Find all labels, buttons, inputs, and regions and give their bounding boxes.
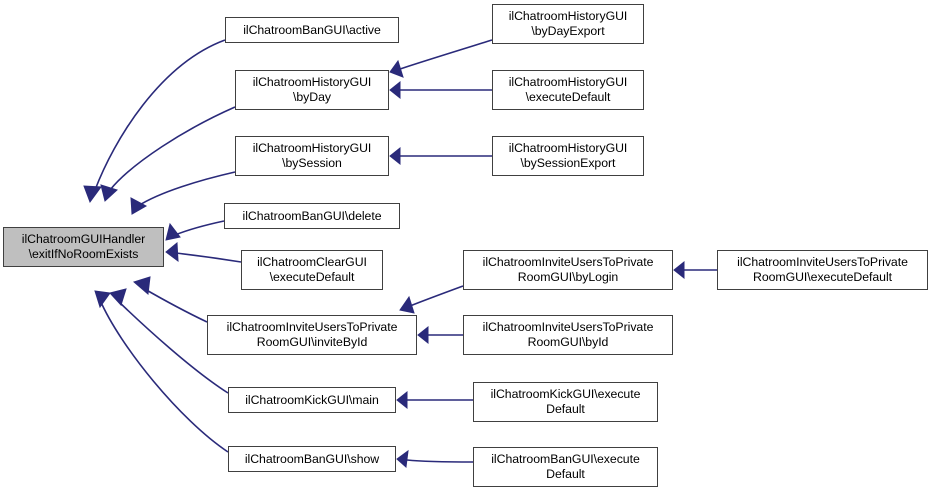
edge-clear_exec-to-center [175, 252, 242, 263]
edge-kick_main-to-center [116, 299, 229, 394]
arrowhead-inv_byid_r-to-inv_byid_l [417, 325, 429, 345]
edge-hist_bysess-to-center [137, 171, 236, 207]
graph-node-ban_exec[interactable]: ilChatroomBanGUI\execute Default [473, 447, 658, 487]
graph-node-hist_execdef[interactable]: ilChatroomHistoryGUI \executeDefault [492, 70, 644, 110]
graph-node-ban_active[interactable]: ilChatroomBanGUI\active [225, 17, 399, 43]
arrowhead-hist_dayexp-to-hist_byday [389, 59, 404, 78]
arrowhead-clear_exec-to-center [165, 241, 179, 263]
graph-node-hist_sessexp[interactable]: ilChatroomHistoryGUI \bySessionExport [492, 136, 644, 176]
edge-ban_delete-to-center [174, 220, 225, 236]
arrowhead-inv_bylogin-to-inv_byid_l [399, 295, 415, 314]
graph-node-clear_exec[interactable]: ilChatroomClearGUI \executeDefault [241, 250, 383, 290]
edge-inv_byid_l-to-center [142, 287, 208, 323]
edge-hist_byday-to-center [109, 106, 236, 191]
graph-node-inv_byid_r[interactable]: ilChatroomInviteUsersToPrivate RoomGUI\b… [463, 315, 673, 355]
graph-node-hist_byday[interactable]: ilChatroomHistoryGUI \byDay [235, 70, 389, 110]
edge-inv_bylogin-to-inv_byid_l [409, 285, 464, 307]
arrowhead-hist_execdef-to-hist_byday [389, 80, 401, 100]
edge-ban_active-to-center [94, 39, 226, 191]
graph-node-center[interactable]: ilChatroomGUIHandler \exitIfNoRoomExists [3, 227, 164, 267]
arrowhead-kick_exec-to-kick_main [396, 390, 408, 410]
arrowhead-kick_main-to-center [109, 288, 127, 306]
edge-ban_exec-to-ban_show [406, 459, 474, 463]
arrowhead-ban_exec-to-ban_show [396, 449, 409, 469]
graph-node-inv_execdef[interactable]: ilChatroomInviteUsersToPrivate RoomGUI\e… [717, 250, 928, 290]
arrowhead-inv_byid_l-to-center [132, 276, 151, 295]
arrowhead-hist_sessexp-to-hist_bysess [389, 146, 401, 166]
arrowhead-inv_execdef-to-inv_bylogin [673, 260, 685, 280]
graph-node-ban_show[interactable]: ilChatroomBanGUI\show [228, 446, 396, 472]
arrowhead-hist_bysess-to-center [130, 197, 148, 215]
edge-ban_show-to-center [99, 299, 229, 453]
graph-node-hist_dayexp[interactable]: ilChatroomHistoryGUI \byDayExport [492, 4, 644, 44]
graph-node-inv_bylogin[interactable]: ilChatroomInviteUsersToPrivate RoomGUI\b… [463, 250, 673, 290]
arrowhead-ban_show-to-center [94, 290, 111, 309]
graph-node-kick_main[interactable]: ilChatroomKickGUI\main [228, 387, 396, 413]
graph-node-kick_exec[interactable]: ilChatroomKickGUI\execute Default [473, 382, 658, 422]
arrowhead-ban_active-to-center [83, 185, 102, 204]
graph-node-inv_byid_l[interactable]: ilChatroomInviteUsersToPrivate RoomGUI\i… [207, 315, 417, 355]
arrowhead-ban_delete-to-center [165, 222, 181, 241]
graph-node-ban_delete[interactable]: ilChatroomBanGUI\delete [224, 203, 400, 229]
arrowhead-hist_byday-to-center [100, 184, 118, 202]
edge-hist_dayexp-to-hist_byday [399, 39, 493, 70]
graph-node-hist_bysess[interactable]: ilChatroomHistoryGUI \bySession [235, 136, 389, 176]
